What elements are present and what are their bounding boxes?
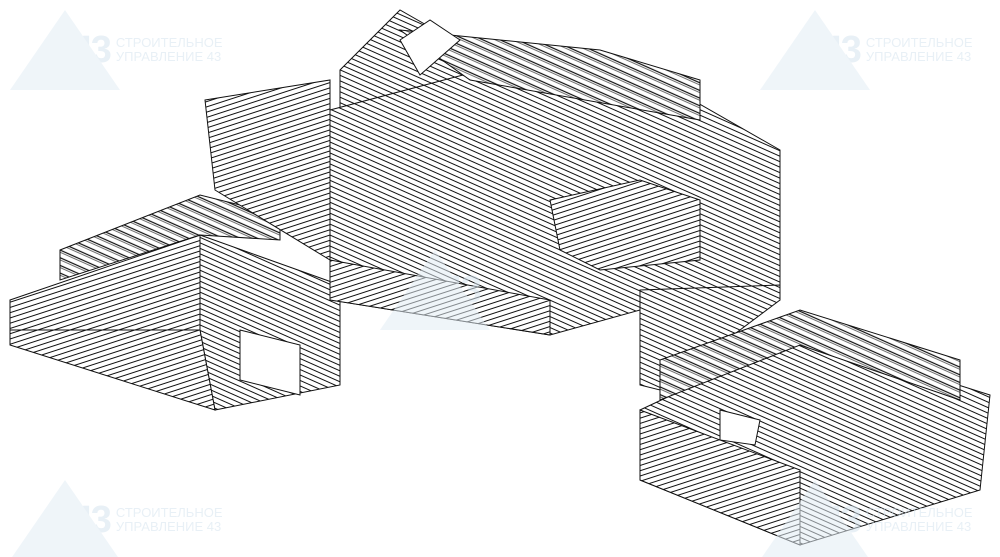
left-wing [9, 194, 341, 411]
